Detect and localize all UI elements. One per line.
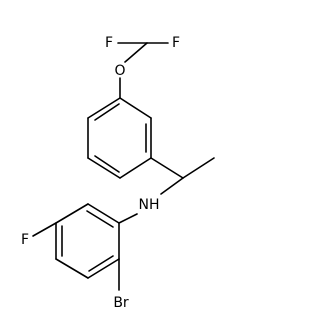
bond-ring1-3 <box>119 157 152 179</box>
bond-ring1-4 <box>87 157 121 179</box>
fluorine-label-top-right: F <box>172 35 180 51</box>
molecule-structure: F F O F NH Br <box>21 35 215 311</box>
bond-ring-ch <box>150 157 184 179</box>
bond-ring1-1 <box>119 97 152 119</box>
bond-ch-n <box>160 177 184 195</box>
bond-c-o <box>124 42 148 63</box>
fluorine-label-ring: F <box>21 232 29 248</box>
bond-ring2-1 <box>87 203 120 224</box>
bond-ring1-6 <box>87 97 121 119</box>
bond-ring2-5 <box>87 258 120 279</box>
bond-ring-f <box>32 222 57 237</box>
bromine-label: Br <box>113 295 129 311</box>
oxygen-label: O <box>114 63 125 79</box>
nh-label: NH <box>139 197 160 213</box>
bond-ch-methyl <box>182 157 215 179</box>
bond-n-ring <box>118 213 138 224</box>
bond-ring1-double-3 <box>94 103 120 121</box>
fluorine-label-top-left: F <box>105 35 113 51</box>
bond-ring1-double-2 <box>94 155 120 173</box>
bond-ring2-double-3 <box>88 255 114 272</box>
bond-ring2-4 <box>55 258 89 279</box>
bond-ring2-double-1 <box>86 210 114 228</box>
bond-ring2-2 <box>55 203 89 224</box>
